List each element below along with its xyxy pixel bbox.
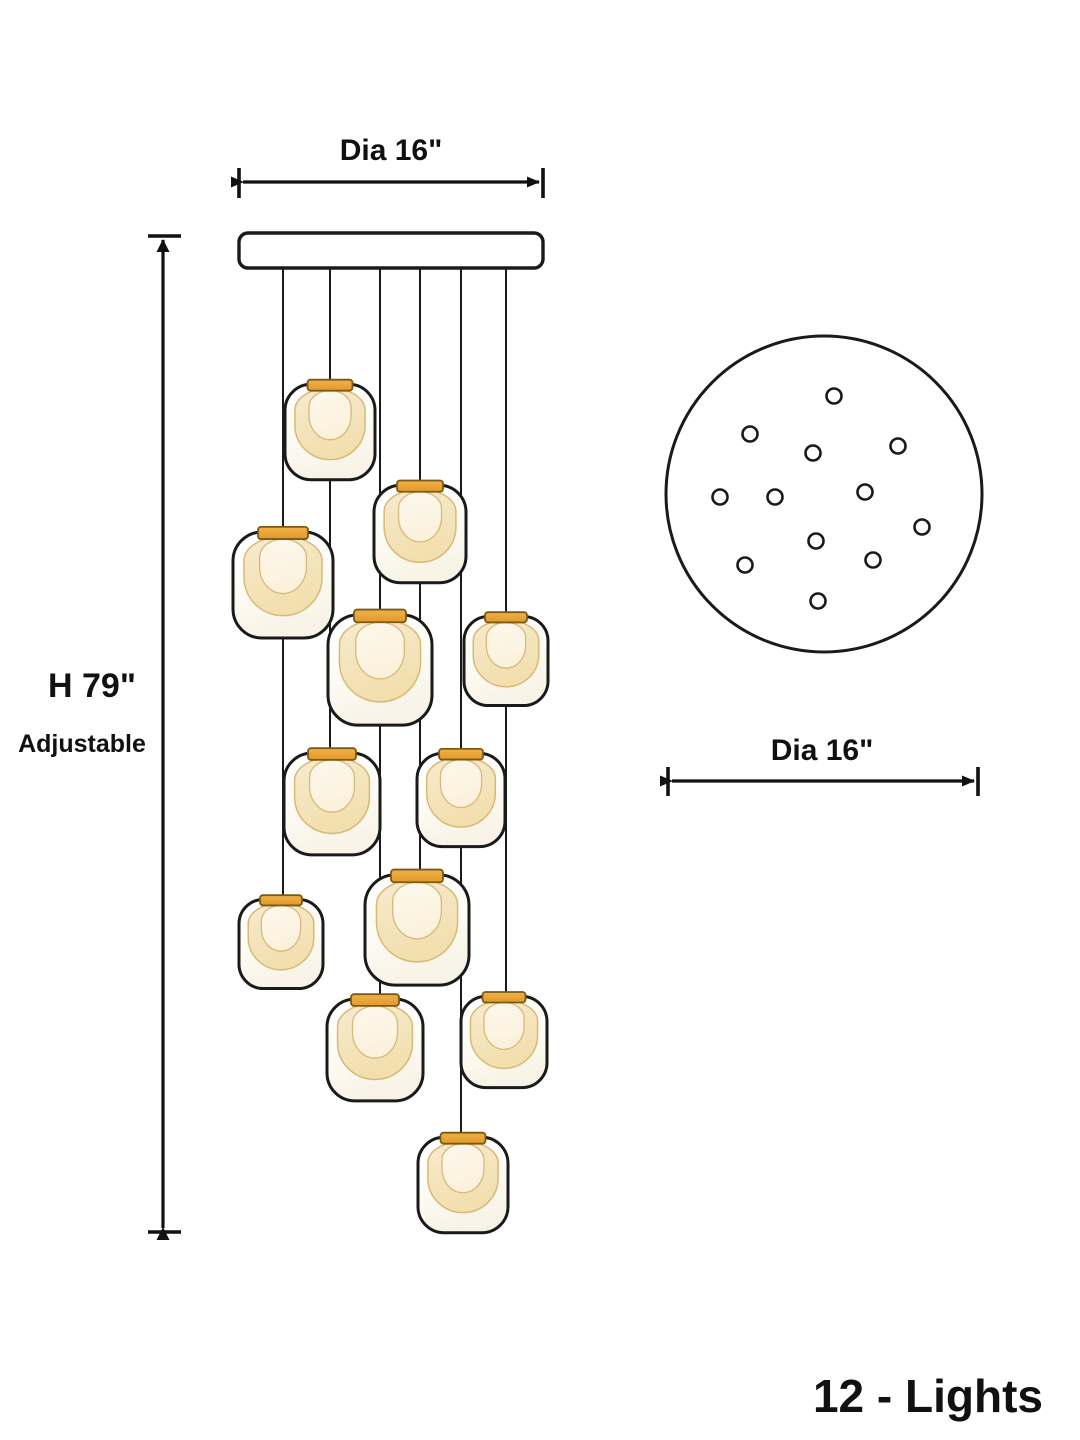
top-diameter-dimension: Dia 16" [231, 134, 545, 198]
lamp-cap [259, 894, 303, 907]
inner-core [308, 389, 352, 441]
canopy-hole [856, 483, 874, 501]
canopy-hole [807, 532, 825, 550]
inner-core [258, 538, 308, 595]
canopy-hole-layer [711, 387, 931, 610]
light-count-label: 12 - Lights [813, 1370, 1043, 1422]
lamp-cap [390, 868, 444, 884]
inner-core [441, 1142, 485, 1194]
lamp-cap [439, 1131, 487, 1145]
inner-core [483, 1001, 525, 1050]
canopy-diameter-label: Dia 16" [771, 734, 874, 767]
canopy-diameter-dimension: Dia 16" [660, 734, 980, 796]
height-adjustable-label: Adjustable [18, 730, 146, 758]
inner-core [351, 1005, 399, 1059]
canopy-hole [889, 437, 907, 455]
canopy-hole [741, 425, 759, 443]
canopy-hole [766, 488, 784, 506]
pendant-lamp [282, 747, 382, 857]
canopy-hole [825, 387, 843, 405]
pendant-lamp [325, 993, 425, 1103]
pendant-lamp [283, 378, 377, 482]
lamp-cap [307, 747, 357, 761]
pendant-lamp [372, 479, 468, 585]
height-label: H 79" [48, 667, 136, 705]
canopy-hole [711, 488, 729, 506]
ceiling-plate-body [237, 231, 545, 270]
canopy-top-view [664, 334, 984, 654]
lamp-cap [257, 525, 309, 540]
inner-core [392, 881, 442, 940]
canopy-hole [913, 518, 931, 536]
lamp-cap [484, 611, 528, 624]
pendant-lamp [363, 868, 471, 987]
pendant-lamp [326, 608, 434, 727]
inner-core [485, 621, 527, 669]
top-diameter-label: Dia 16" [340, 134, 443, 167]
canopy-hole [736, 556, 754, 574]
lamp-cap [396, 479, 444, 493]
inner-core [439, 758, 483, 809]
lamp-cap [306, 378, 354, 392]
pendant-lamp [237, 894, 325, 991]
pendant-lamp [231, 525, 335, 640]
lamp-cap [438, 747, 484, 761]
pendant-lamp [416, 1131, 510, 1235]
lamp-cap [353, 608, 407, 624]
canopy-hole [809, 592, 827, 610]
inner-core [397, 491, 443, 543]
pendant-lamp [415, 747, 507, 849]
pendant-lamp [459, 991, 549, 1090]
pendant-lamp [462, 611, 550, 708]
inner-core [355, 621, 405, 680]
pendant-layer [231, 378, 550, 1235]
inner-core [308, 759, 356, 813]
lamp-cap [350, 993, 400, 1007]
height-dimension: H 79" Adjustable [18, 234, 181, 1240]
lamp-cap [481, 991, 527, 1004]
ceiling-plate [237, 231, 545, 270]
canopy-hole [864, 551, 882, 569]
canopy-hole [804, 444, 822, 462]
inner-core [260, 904, 302, 952]
